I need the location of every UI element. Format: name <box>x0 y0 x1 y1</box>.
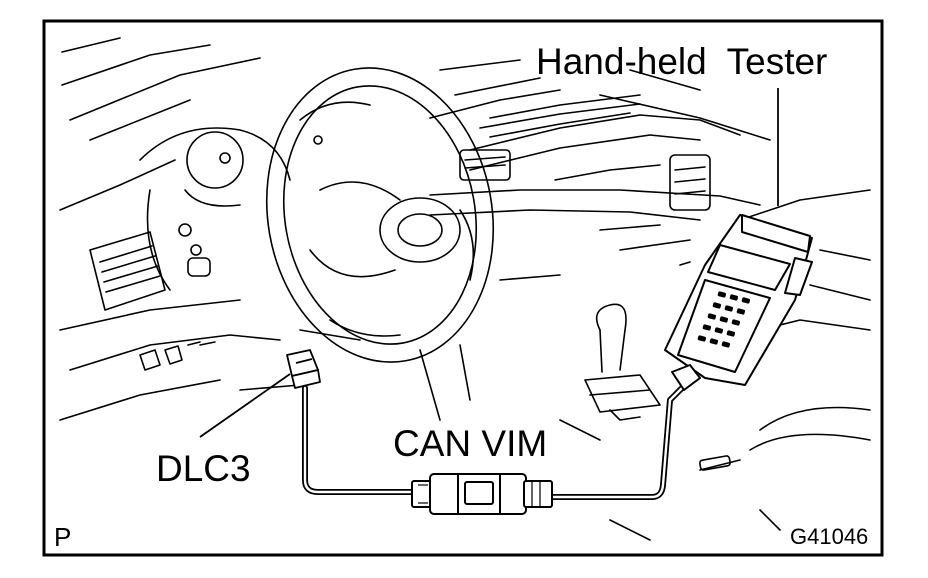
figure-code: G41046 <box>790 524 868 549</box>
dlc3-connector <box>286 349 321 389</box>
corner-label: P <box>54 522 71 552</box>
tester-label: Hand-held Tester <box>536 41 827 82</box>
tester-keypad-keys <box>697 291 751 348</box>
cable <box>302 382 688 500</box>
dlc3-leader-line <box>199 373 291 438</box>
can-vim-module <box>411 473 553 515</box>
dashboard-illustration <box>59 37 871 541</box>
can-vim-label: CAN VIM <box>393 423 547 464</box>
dlc3-label: DLC3 <box>156 448 251 489</box>
leader-lines <box>199 88 779 438</box>
